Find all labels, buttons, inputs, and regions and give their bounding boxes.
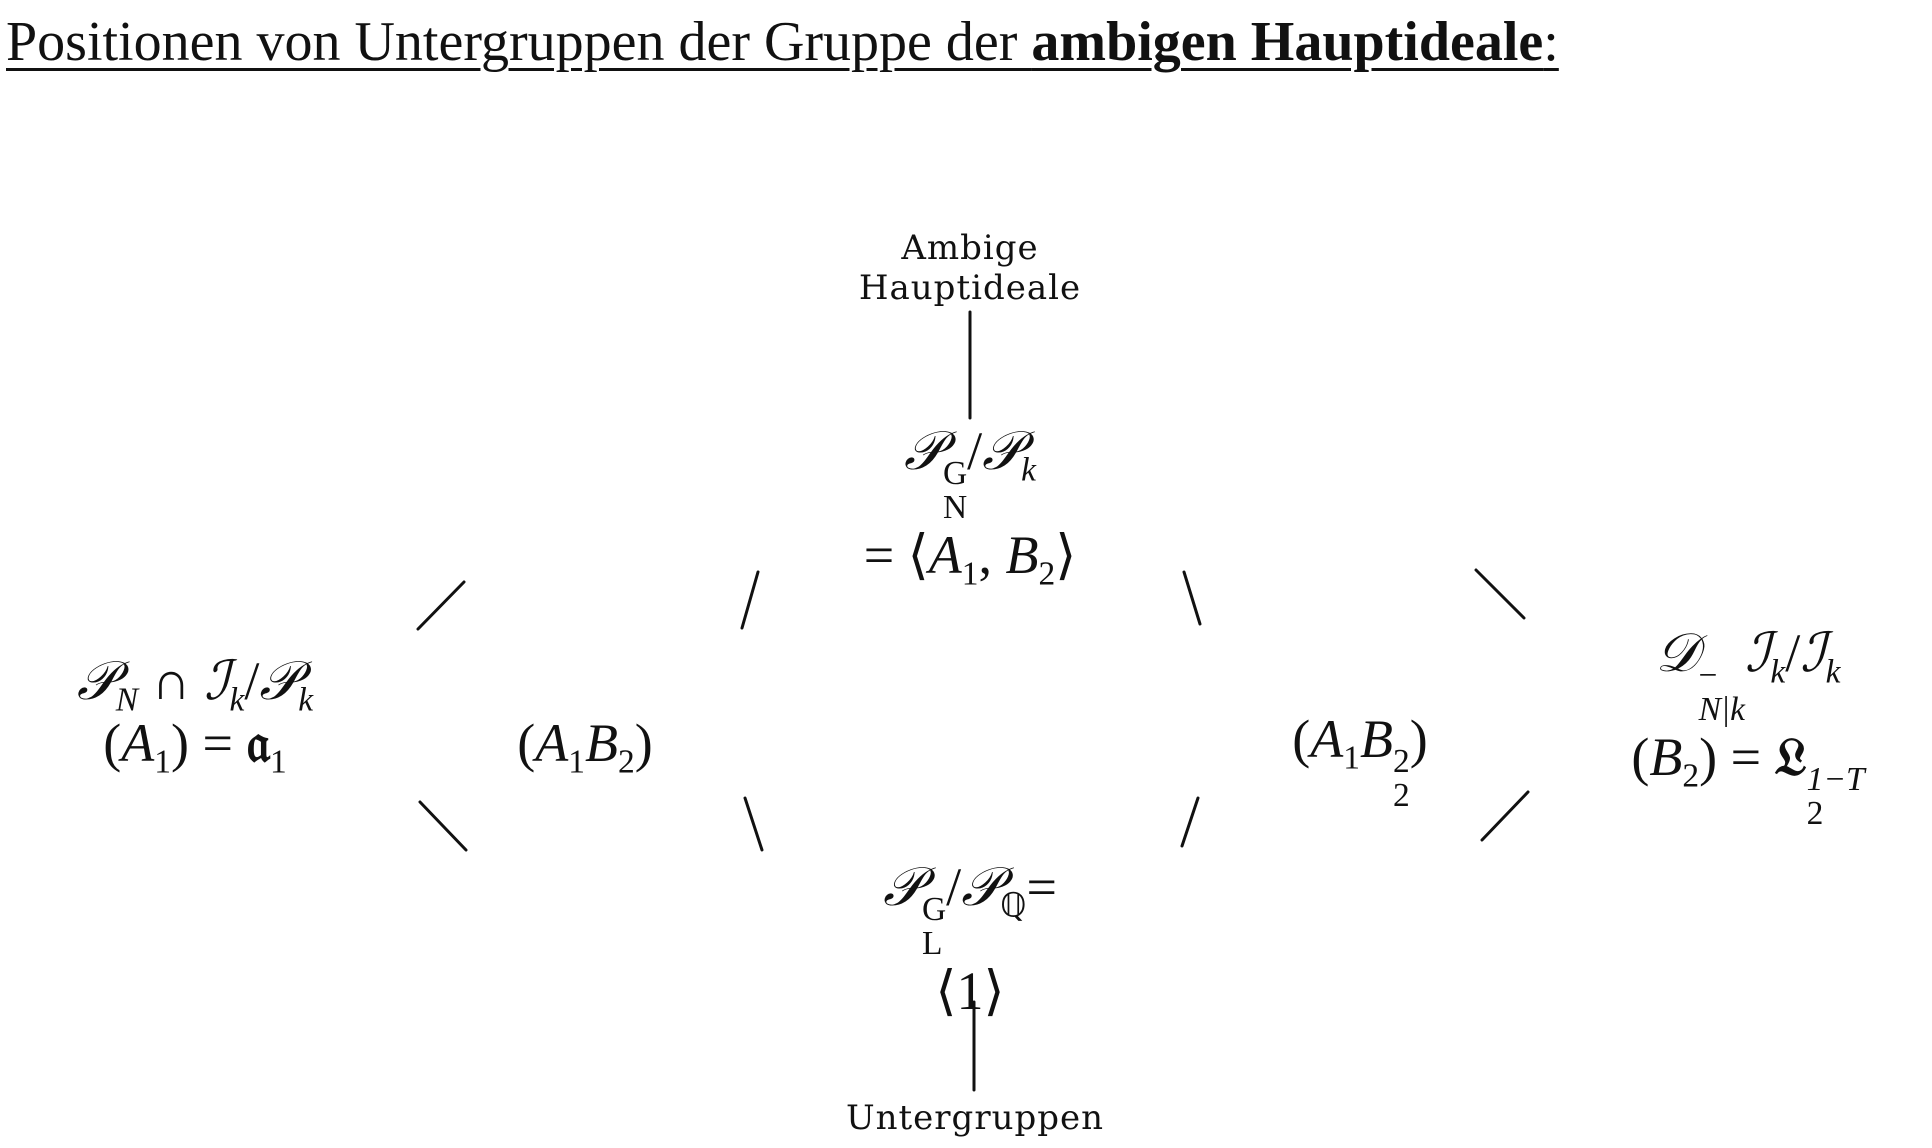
line-midleft-down	[743, 796, 764, 852]
node-bottom-line-2: ⟨1⟩	[935, 961, 1005, 1022]
label-untergruppen: Untergruppen	[800, 1098, 1150, 1138]
node-left-line-2: (A1) = 𝔞1	[103, 713, 287, 781]
line-midright-up	[1182, 570, 1202, 626]
line-midright-down	[1180, 796, 1200, 848]
line-right-down	[1480, 790, 1530, 842]
title-prefix: Positionen von Untergruppen der Gruppe d…	[6, 11, 1032, 73]
label-untergruppen-text: Untergruppen	[845, 1098, 1105, 1138]
title-bold: ambigen Hauptideale	[1031, 11, 1544, 73]
title-suffix: :	[1543, 11, 1559, 73]
label-line-1: Ambige	[901, 228, 1039, 268]
label-line-2: Hauptideale	[858, 268, 1082, 308]
line-left-down	[418, 800, 468, 852]
node-left: 𝒫N ∩ ℐk/𝒫k (A1) = 𝔞1	[10, 649, 380, 781]
line-right-up	[1474, 568, 1526, 620]
node-mid-left-line: (A1B2)	[517, 713, 653, 781]
node-top-line-2: = ⟨A1, B2⟩	[863, 525, 1077, 593]
page-title: Positionen von Untergruppen der Gruppe d…	[6, 10, 1559, 74]
line-midleft-up	[740, 570, 760, 630]
line-left-up	[416, 580, 466, 631]
node-left-line-1: 𝒫N ∩ ℐk/𝒫k	[76, 649, 314, 719]
node-mid-left: (A1B2)	[470, 712, 700, 781]
label-ambige-hauptideale: Ambige Hauptideale	[820, 228, 1120, 308]
